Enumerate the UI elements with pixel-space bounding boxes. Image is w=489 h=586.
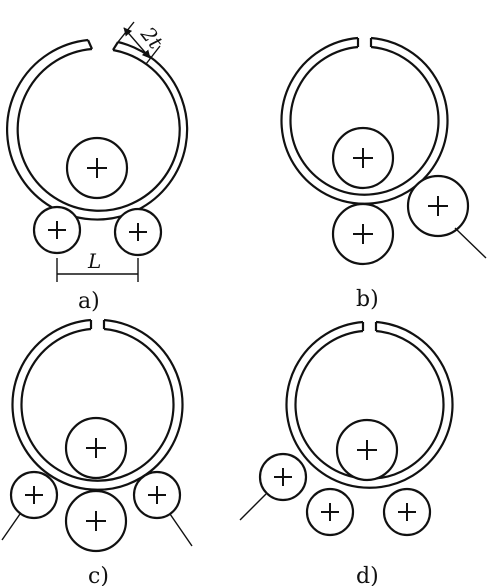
panel-d: d): [239, 320, 454, 586]
caption-c: c): [88, 564, 109, 586]
leader-c-right: [169, 513, 193, 547]
ring-outer-c: [11, 318, 184, 491]
dim-arrow-thickness: [123, 27, 151, 59]
span-label: L: [87, 249, 101, 273]
caption-d: d): [356, 564, 379, 586]
ring-end-right-a: [112, 41, 119, 51]
panel-b: b): [280, 36, 487, 312]
ring-end-left-a: [86, 39, 94, 50]
leader-d: [239, 493, 267, 521]
dim-ext-1: [117, 21, 135, 43]
ring-inner-b: [289, 45, 440, 196]
ring-inner-c: [20, 327, 175, 482]
ring-inner-a: [16, 47, 181, 212]
ring-outer-a: [6, 38, 189, 221]
panel-c: c): [1, 318, 193, 586]
caption-a: a): [78, 289, 100, 314]
ring-outer-d: [285, 320, 454, 489]
panel-a: 2t L a): [6, 21, 189, 314]
leader-b: [454, 227, 487, 259]
leader-c-left: [1, 513, 21, 541]
dim-ext-2: [145, 45, 161, 65]
caption-b: b): [356, 287, 379, 312]
thickness-label: 2t: [135, 22, 168, 55]
